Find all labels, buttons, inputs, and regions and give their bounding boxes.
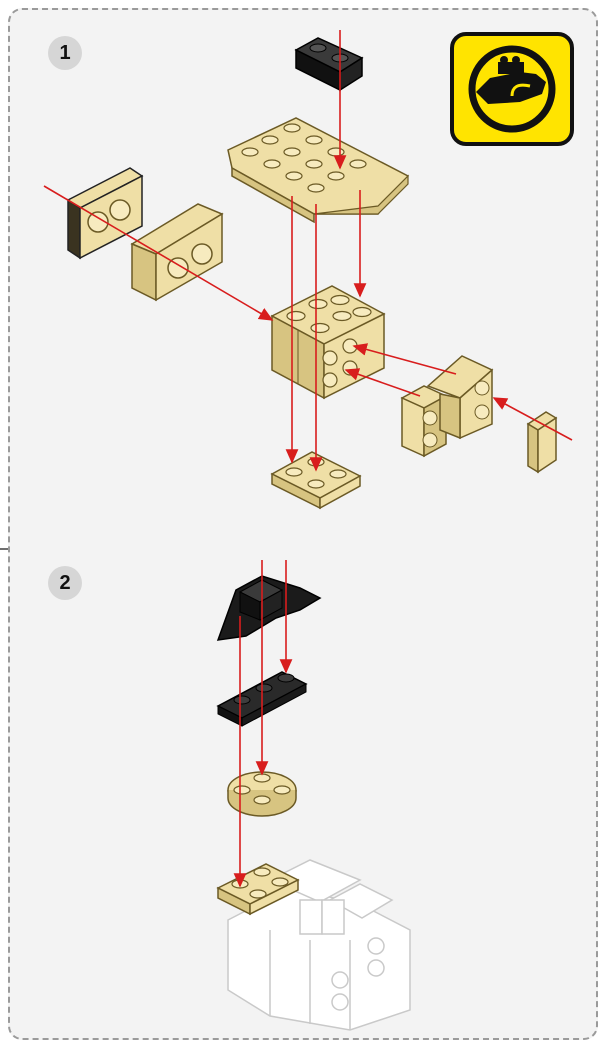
- black-brick-1x2: [294, 37, 364, 92]
- ghost-assembled-model: [227, 859, 411, 1031]
- tan-round-plate: [227, 771, 297, 817]
- tan-wedge-plate: [227, 117, 410, 224]
- tan-slope-brick: [426, 355, 494, 440]
- tan-brick-with-holes: [130, 203, 224, 302]
- black-curved-slope: [216, 575, 322, 641]
- tan-technic-plate: [66, 167, 144, 260]
- tan-brick-2x2-studs-on-side: [270, 285, 386, 400]
- step-2-arrows: [233, 560, 293, 888]
- step-2-number: 2: [48, 566, 82, 600]
- step-separator-tick: [0, 548, 8, 550]
- tan-brick-1x2-studs-on-side: [400, 385, 448, 458]
- tan-plate-2x2-placed: [216, 863, 300, 916]
- tan-tile-1x2: [526, 411, 558, 474]
- vehicle-badge-icon: [450, 32, 574, 146]
- step-1-arrows: [43, 30, 573, 472]
- step-1-number: 1: [48, 36, 82, 70]
